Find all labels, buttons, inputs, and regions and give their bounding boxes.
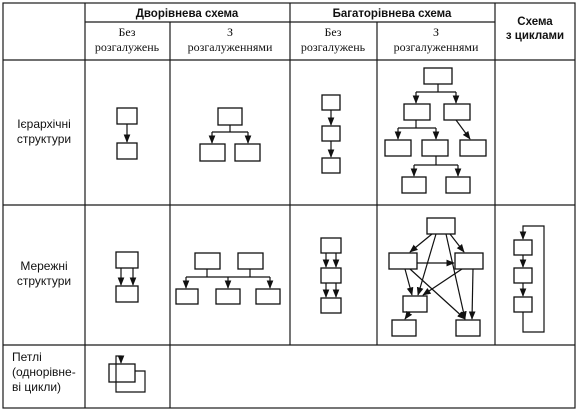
row-label-network-line2: структури [17,274,71,288]
diagram-net-multi-level-no-branch [320,237,342,314]
diagram-loops [108,355,146,393]
subheader-two-level-no-branch-line2: розгалужень [95,40,160,54]
diagram-schema-with-cycles [513,225,545,333]
subheader-multi-level-no-branch-line1: Без [324,25,341,39]
row-label-hierarchical-line1: Ієрархічні [17,117,71,131]
subheader-multi-level-no-branch-line2: розгалужень [301,40,366,54]
row-label-network-line1: Мережні [20,259,67,273]
diagram-net-two-level-no-branch [115,251,139,303]
diagram-hier-multi-level-no-branch [321,94,341,174]
row-label-loops-line3: ві цикли) [12,380,61,394]
subheader-multi-level-branch-line1: З [433,25,439,39]
subheader-multi-level-branch-line2: розгалуженнями [394,40,479,54]
header-cycles-line1: Схема [517,16,553,28]
diagram-net-multi-level-branch [388,217,484,337]
header-multi-level: Багаторівнева схема [333,8,452,20]
subheader-two-level-no-branch-line1: Без [118,25,135,39]
header-cycles-line2: з циклами [506,30,564,42]
diagram-hier-two-level-no-branch [116,107,138,160]
subheader-two-level-branch-line1: З [227,25,233,39]
diagram-hier-multi-level-branch [384,67,487,194]
row-label-hierarchical-line2: структури [17,132,71,146]
diagram-hier-two-level-branch [199,107,261,162]
diagram-net-two-level-branch [175,252,281,305]
row-label-loops-line2: (однорівне- [12,365,76,379]
header-two-level: Дворівнева схема [136,8,239,20]
row-label-loops-line1: Петлі [12,350,42,364]
subheader-two-level-branch-line2: розгалуженнями [188,40,273,54]
